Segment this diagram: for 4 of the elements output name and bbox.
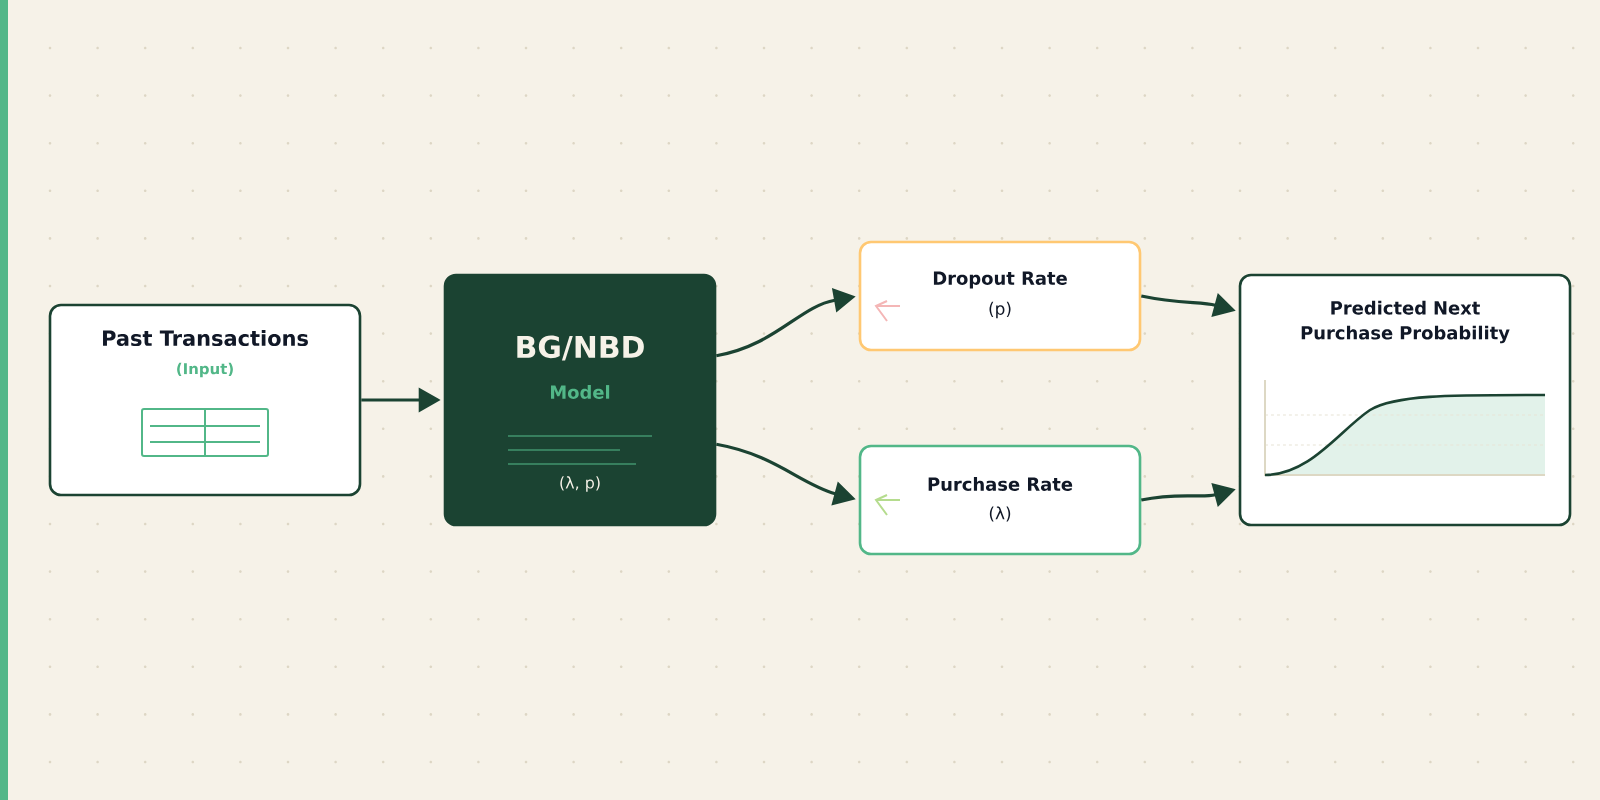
- process-box: Past Transactions (Input): [48, 303, 362, 497]
- process-box: Dropout Rate (p): [858, 240, 1142, 352]
- process-box: BG/NBD Model (λ, p): [443, 273, 717, 527]
- process-box: Purchase Rate (λ): [858, 444, 1142, 556]
